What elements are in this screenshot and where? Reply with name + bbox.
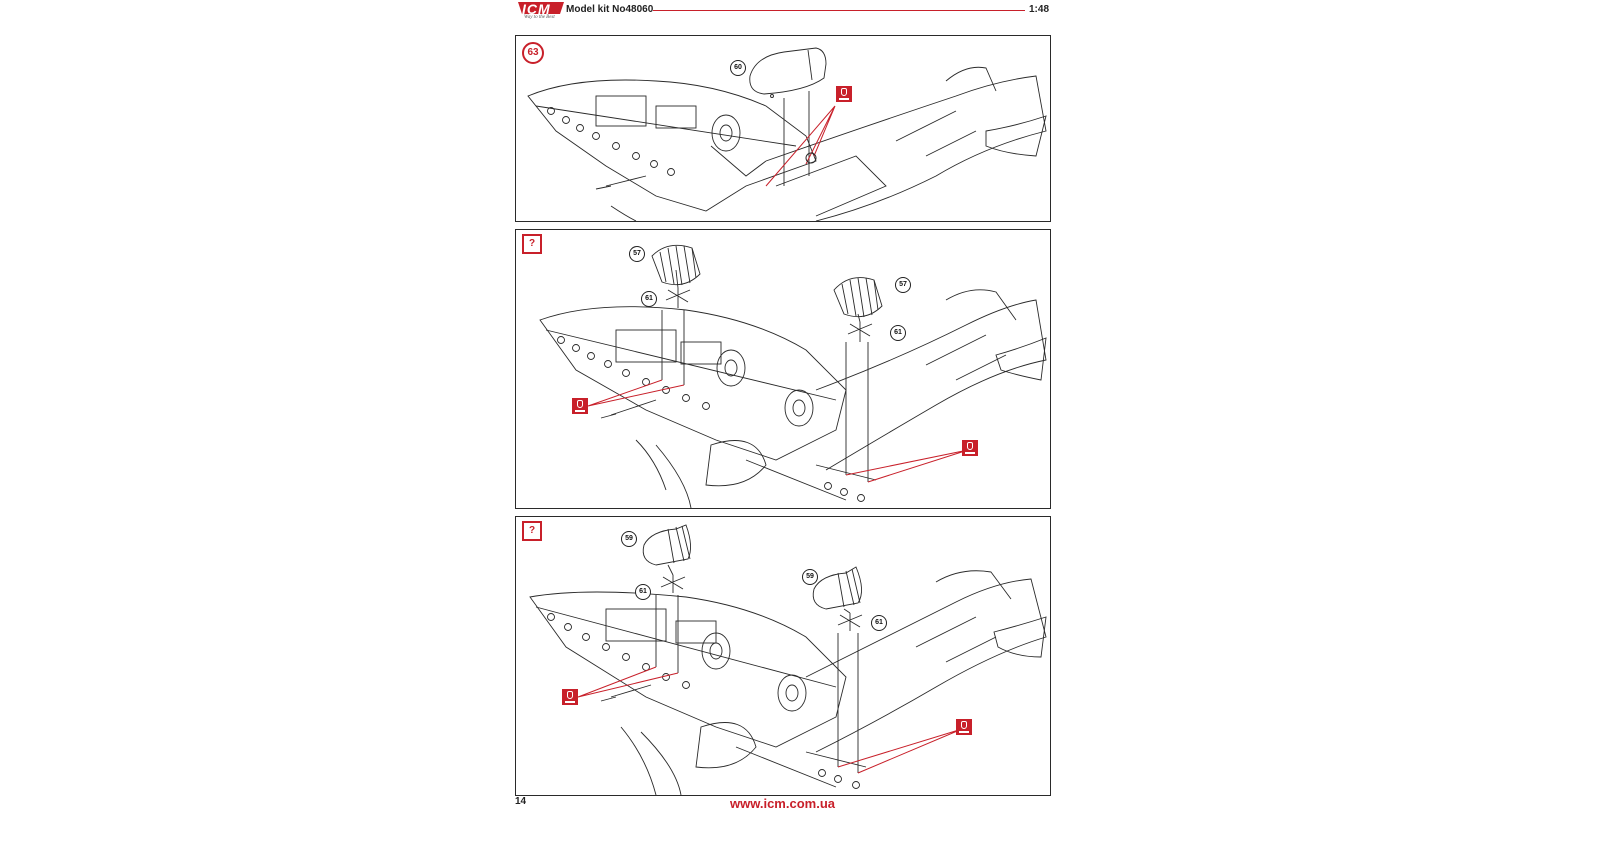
part-number-callout: 61: [635, 584, 651, 600]
part-number-callout: 59: [621, 531, 637, 547]
part-number-callout: 61: [641, 291, 657, 307]
part-number-callout: 57: [629, 246, 645, 262]
scale-label: 1:48: [1029, 4, 1050, 15]
step-63-drawing: [527, 47, 1047, 221]
page-number: 14: [515, 796, 527, 807]
step-panel-3: ? 59 61 59 61: [515, 516, 1051, 796]
step-panel-2: ? 57 61 57 61: [515, 229, 1051, 509]
header-divider: [653, 10, 1025, 11]
part-number-callout: 59: [802, 569, 818, 585]
brand-logo-text: ICM: [522, 1, 551, 17]
kit-number-label: Model kit No48060: [566, 4, 654, 15]
icm-logo: [518, 2, 564, 14]
step-number-badge: ?: [522, 234, 542, 254]
brand-tagline: Way to the Best: [524, 15, 555, 20]
step-3-drawing: [529, 524, 1047, 795]
step-number-badge: ?: [522, 521, 542, 541]
part-number-callout: 61: [871, 615, 887, 631]
glue-bottle-icon: [956, 719, 972, 735]
part-number-callout: 60: [730, 60, 746, 76]
glue-bottle-icon: [962, 440, 978, 456]
step-panel-63: 63 60: [515, 35, 1051, 222]
glue-bottle-icon: [572, 398, 588, 414]
step-number-badge: 63: [522, 42, 544, 64]
glue-bottle-icon: [836, 86, 852, 102]
website-link[interactable]: www.icm.com.ua: [730, 796, 835, 811]
part-number-callout: 61: [890, 325, 906, 341]
part-number-callout: 57: [895, 277, 911, 293]
step-2-drawing: [539, 244, 1047, 508]
glue-bottle-icon: [562, 689, 578, 705]
